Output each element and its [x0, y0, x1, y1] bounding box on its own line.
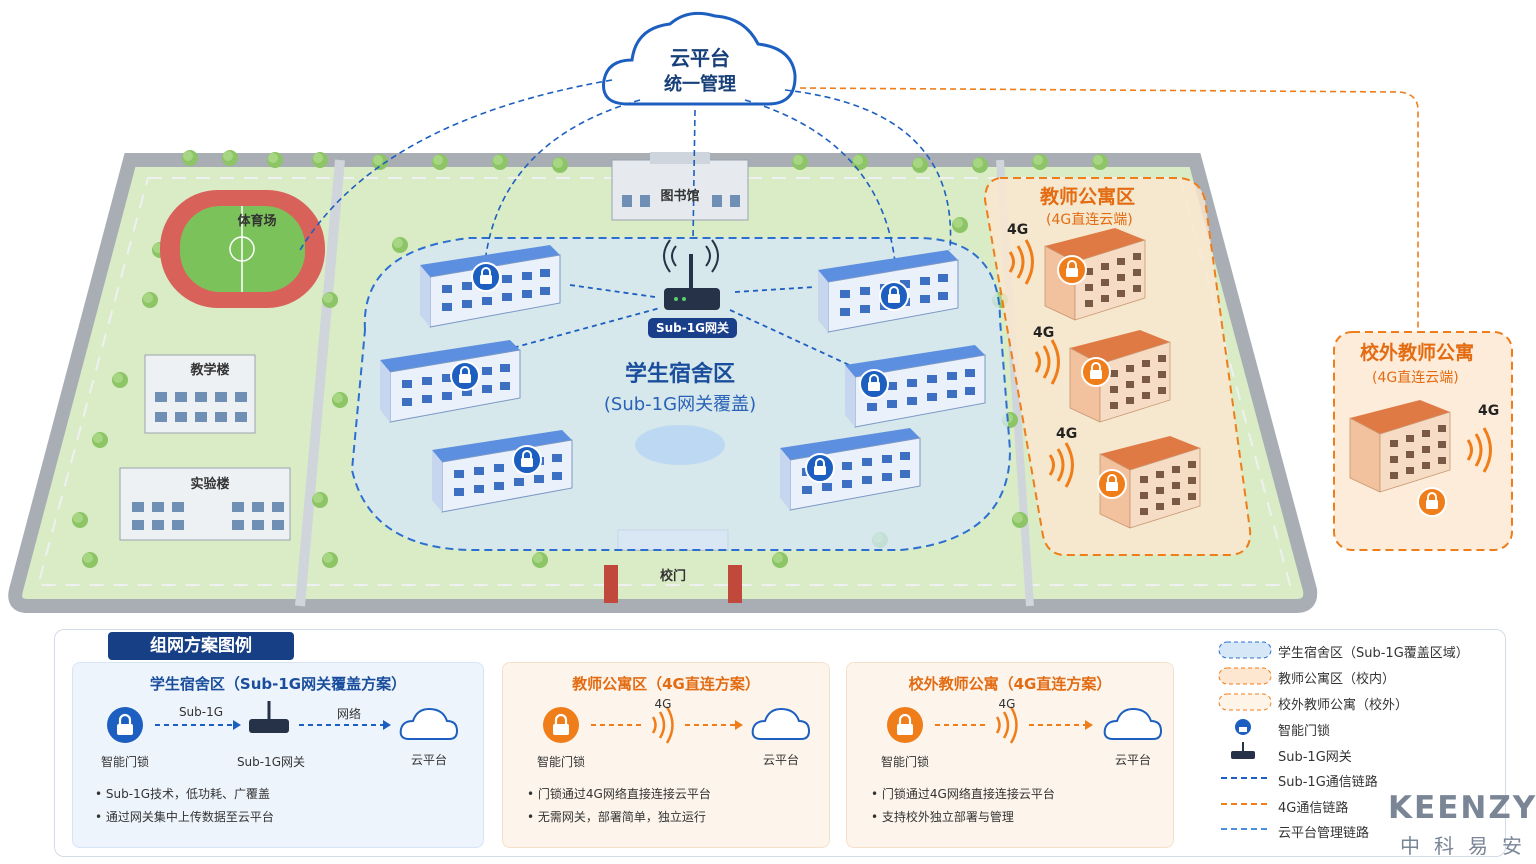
- scheme-bullet: 支持校外独立部署与管理: [881, 810, 1014, 824]
- cloud-icon: [751, 707, 811, 740]
- legend-key-item: 智能门锁: [1278, 724, 1331, 739]
- smart-lock-icon: [512, 445, 542, 475]
- cloud-icon: [399, 707, 459, 740]
- teacher-zone-swatch: [1218, 667, 1272, 685]
- library-building: [611, 152, 749, 221]
- scheme-bullet: 通过网关集中上传数据至云平台: [105, 810, 274, 824]
- flow-link-label: 4G: [654, 697, 672, 711]
- offcampus-title: 校外教师公寓: [1360, 342, 1475, 364]
- scheme-bullet: 门锁通过4G网络直接连接云平台: [881, 787, 1055, 801]
- legend-key-item: 学生宿舍区（Sub-1G覆盖区域）: [1278, 646, 1469, 661]
- offcampus-zone-swatch: [1218, 693, 1272, 711]
- smart-lock-icon: [1235, 719, 1251, 735]
- brand-logo-en: KEENZY: [1388, 790, 1536, 826]
- stadium-label: 体育场: [237, 214, 277, 229]
- legend-key-item: 云平台管理链路: [1278, 826, 1370, 841]
- smart-lock-icon: [1417, 487, 1447, 517]
- gateway-label: Sub-1G网关: [648, 318, 737, 339]
- flow-link1-label: Sub-1G: [178, 705, 224, 719]
- offcampus-subtitle: (4G直连云端): [1372, 370, 1459, 386]
- legend-key-item: 4G通信链路: [1278, 801, 1349, 816]
- teacher-zone-subtitle: (4G直连云端): [1046, 212, 1133, 228]
- legend-key-item: Sub-1G通信链路: [1278, 775, 1378, 790]
- flow-lock-label: 智能门锁: [536, 755, 585, 769]
- student-zone-swatch: [1218, 641, 1272, 659]
- smart-lock-icon: [471, 262, 501, 292]
- flow-cloud-label: 云平台: [762, 753, 799, 767]
- teaching-building: [144, 354, 256, 434]
- smart-lock-icon: [805, 453, 835, 483]
- smart-lock-icon: [450, 361, 480, 391]
- flow-gateway-label: Sub-1G网关: [236, 755, 306, 769]
- sub1g-gateway-icon: [663, 239, 720, 310]
- scheme-title: 教师公寓区（4G直连方案）: [572, 675, 760, 693]
- brand-logo-cn: 中科易安: [1400, 834, 1536, 858]
- smart-lock-icon: [543, 707, 579, 743]
- cloud-title-line1: 云平台: [670, 46, 730, 70]
- signal-waves-icon: [995, 706, 1018, 744]
- smart-lock-icon: [887, 707, 923, 743]
- legend-title: 组网方案图例: [108, 632, 294, 660]
- cloud-icon: [1103, 707, 1163, 740]
- smart-lock-icon: [107, 707, 143, 743]
- teacher-zone-title: 教师公寓区: [1040, 186, 1136, 208]
- cloud-management-links: [299, 79, 952, 263]
- scheme-bullet: 门锁通过4G网络直接连接云平台: [537, 787, 711, 801]
- legend-key-item: Sub-1G网关: [1278, 750, 1352, 765]
- legend-key-item: 教师公寓区（校内）: [1278, 672, 1396, 687]
- signal-label: 4G: [1033, 325, 1055, 341]
- scheme-flow: [543, 706, 811, 744]
- sub1g-gateway-icon: [1231, 742, 1255, 759]
- cloud-title-line2: 统一管理: [664, 74, 736, 95]
- sub1g-links: [504, 284, 861, 371]
- legend-key-symbols: [1218, 641, 1272, 830]
- sub1g-gateway-icon: [249, 701, 289, 733]
- scheme-title: 校外教师公寓（4G直连方案）: [908, 675, 1112, 693]
- flow-cloud-label: 云平台: [410, 753, 447, 767]
- teaching-building-label: 教学楼: [190, 363, 230, 378]
- offcampus-management-link: [799, 87, 1419, 330]
- smart-lock-icon: [879, 281, 909, 311]
- signal-label: 4G: [1056, 426, 1078, 442]
- smart-lock-icon: [1057, 255, 1087, 285]
- lab-building-label: 实验楼: [190, 477, 230, 492]
- legend-scheme-student: 学生宿舍区（Sub-1G网关覆盖方案） 智能门锁 Sub-1G Sub-1G网关…: [72, 662, 484, 848]
- library-label: 图书馆: [660, 189, 700, 204]
- scheme-flow: [107, 701, 459, 743]
- legend-scheme-teacher: 教师公寓区（4G直连方案） 智能门锁 4G 云平台 • 门锁通过4G网络直接连接…: [502, 662, 830, 848]
- smart-lock-icon: [1081, 357, 1111, 387]
- flow-link-label: 4G: [998, 697, 1016, 711]
- student-zone-title: 学生宿舍区: [624, 362, 735, 387]
- student-zone-subtitle: (Sub-1G网关覆盖): [603, 394, 757, 415]
- flow-cloud-label: 云平台: [1114, 753, 1151, 767]
- school-gate-label: 校门: [659, 569, 686, 584]
- smart-lock-icon: [859, 369, 889, 399]
- smart-lock-icon: [1097, 469, 1127, 499]
- fountain: [635, 425, 725, 465]
- legend-scheme-offcampus: 校外教师公寓（4G直连方案） 智能门锁 4G 云平台 • 门锁通过4G网络直接连…: [846, 662, 1174, 848]
- legend-key-item: 校外教师公寓（校外）: [1278, 698, 1409, 713]
- signal-label: 4G: [1478, 403, 1500, 419]
- flow-lock-label: 智能门锁: [100, 755, 149, 769]
- signal-label: 4G: [1007, 222, 1029, 238]
- scheme-title: 学生宿舍区（Sub-1G网关覆盖方案）: [149, 675, 407, 693]
- lab-building: [119, 467, 291, 541]
- flow-link2-label: 网络: [336, 707, 361, 721]
- scheme-bullet: 无需网关，部署简单，独立运行: [537, 810, 706, 824]
- scheme-flow: [887, 706, 1163, 744]
- flow-lock-label: 智能门锁: [880, 755, 929, 769]
- scheme-bullet: Sub-1G技术，低功耗、广覆盖: [105, 787, 271, 801]
- stadium: [160, 190, 325, 308]
- cloud-platform: [602, 11, 797, 106]
- signal-waves-icon: [651, 706, 674, 744]
